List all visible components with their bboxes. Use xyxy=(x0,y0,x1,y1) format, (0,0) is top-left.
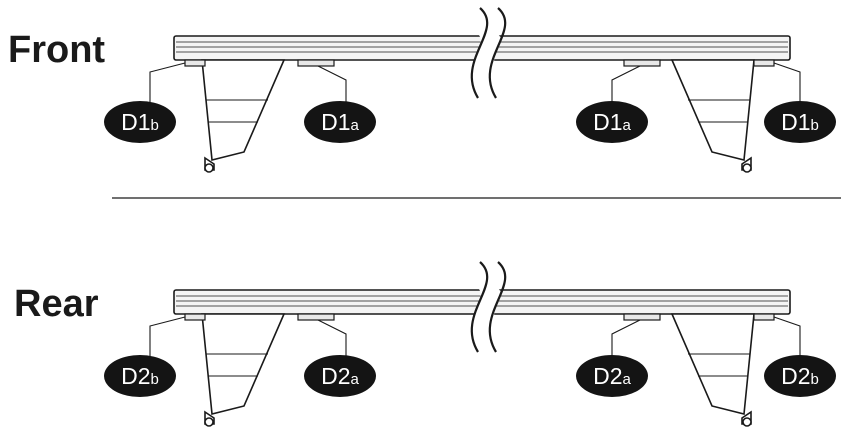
rear-section: Rear xyxy=(14,261,836,427)
front-right-foot xyxy=(670,59,755,173)
rear-right-foot xyxy=(670,313,755,427)
callout-front-d1a-left: D1a xyxy=(304,101,376,143)
svg-text:D2b: D2b xyxy=(781,363,819,389)
front-crossbar xyxy=(173,7,791,99)
front-pad-d1a-right xyxy=(623,59,661,67)
callout-rear-d2b-right: D2b xyxy=(764,355,836,397)
svg-text:D2b: D2b xyxy=(121,363,159,389)
front-bar-break-symbol xyxy=(470,7,507,99)
svg-text:D2a: D2a xyxy=(321,363,359,389)
callout-rear-d2a-right: D2a xyxy=(576,355,648,397)
svg-text:D2a: D2a xyxy=(593,363,631,389)
callout-rear-d2a-left: D2a xyxy=(304,355,376,397)
callout-rear-d2b-left: D2b xyxy=(104,355,176,397)
callout-front-d1a-right: D1a xyxy=(576,101,648,143)
rear-section-label: Rear xyxy=(14,283,99,325)
callout-front-d1b-right: D1b xyxy=(764,101,836,143)
rear-left-foot xyxy=(201,313,286,427)
rear-pad-d2b-left xyxy=(184,313,206,321)
front-pad-d1a-left xyxy=(297,59,335,67)
front-pad-d1b-left xyxy=(184,59,206,67)
svg-text:D1b: D1b xyxy=(781,109,819,135)
rear-crossbar xyxy=(173,261,791,353)
front-section: Front xyxy=(8,7,836,173)
front-left-foot xyxy=(201,59,286,173)
front-section-label: Front xyxy=(8,29,105,71)
front-pad-d1b-right xyxy=(753,59,775,67)
svg-text:D1a: D1a xyxy=(321,109,359,135)
svg-text:D1b: D1b xyxy=(121,109,159,135)
rear-bar-break-symbol xyxy=(470,261,507,353)
rear-pad-d2a-right xyxy=(623,313,661,321)
rear-pad-d2b-right xyxy=(753,313,775,321)
rear-pad-d2a-left xyxy=(297,313,335,321)
callout-front-d1b-left: D1b xyxy=(104,101,176,143)
svg-text:D1a: D1a xyxy=(593,109,631,135)
